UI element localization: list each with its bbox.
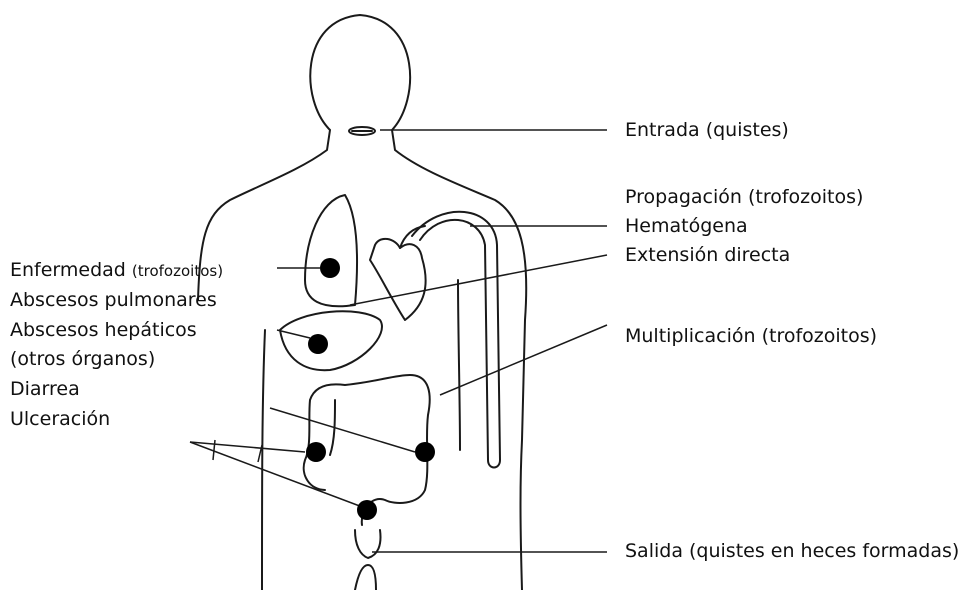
label-enfermedad-main: Enfermedad	[10, 259, 132, 281]
line-ulcer-2	[190, 442, 365, 508]
label-otros-organos: (otros órganos)	[10, 348, 155, 370]
label-enfermedad: Enfermedad (trofozoitos)	[10, 259, 223, 282]
arm-line	[458, 280, 460, 450]
label-enfermedad-note: (trofozoitos)	[132, 262, 223, 280]
label-multiplicacion: Multiplicación (trofozoitos)	[625, 325, 877, 347]
dot-colon-right	[415, 442, 435, 462]
label-hematogena: Hematógena	[625, 215, 748, 237]
legs	[355, 565, 376, 590]
label-entrada: Entrada (quistes)	[625, 119, 789, 141]
line-ulcer-1	[190, 442, 305, 452]
label-ulceracion: Ulceración	[10, 408, 110, 430]
heart	[370, 239, 426, 320]
label-propagacion: Propagación (trofozoitos)	[625, 186, 863, 208]
dot-colon-left	[306, 442, 326, 462]
liver	[280, 311, 382, 370]
line-diarrea	[270, 408, 415, 452]
dot-lung	[320, 258, 340, 278]
dot-rectum	[357, 500, 377, 520]
dot-liver	[308, 334, 328, 354]
lung-left	[305, 195, 357, 306]
label-salida: Salida (quistes en heces formadas)	[625, 540, 959, 562]
rectum	[355, 530, 381, 558]
label-abscesos-hepaticos: Abscesos hepáticos	[10, 319, 197, 341]
label-abscesos-pulmonares: Abscesos pulmonares	[10, 289, 217, 311]
blood-vessel-outer	[412, 212, 500, 468]
line-extension	[350, 255, 607, 305]
label-diarrea: Diarrea	[10, 378, 80, 400]
label-extension: Extensión directa	[625, 244, 790, 266]
